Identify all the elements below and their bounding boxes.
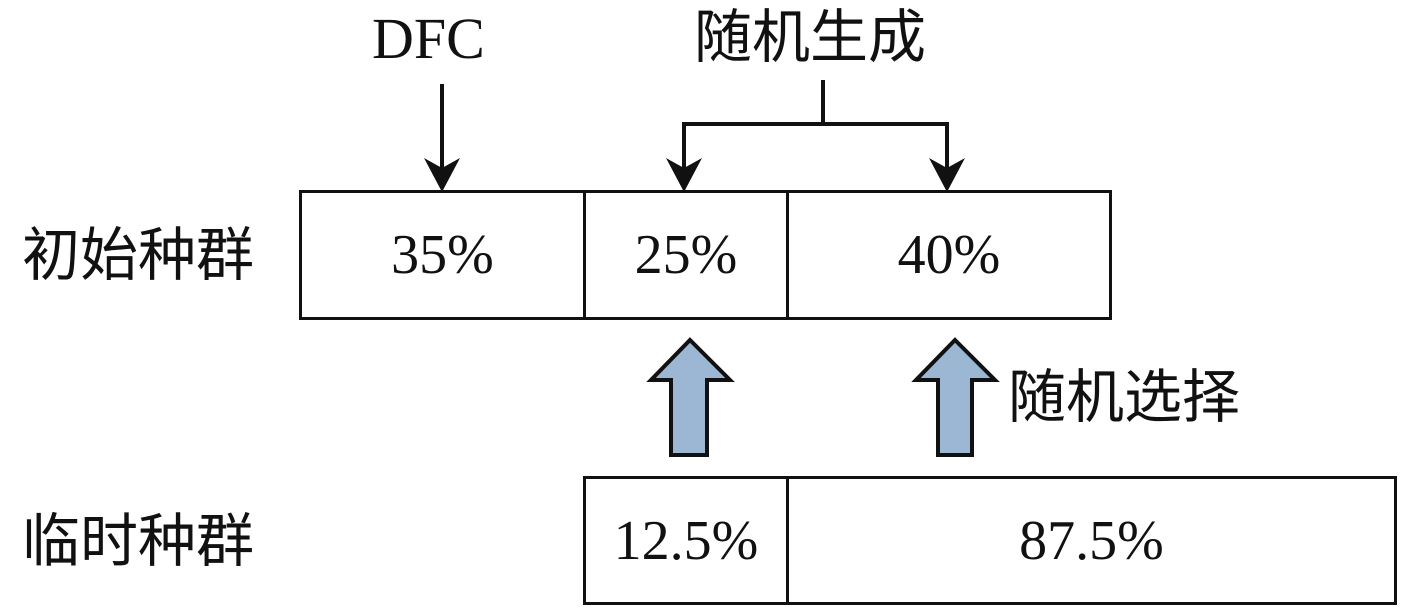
temporary-segment-1: 12.5% [583,476,789,605]
initial-population-label: 初始种群 [22,221,255,289]
temporary-segment-2-value: 87.5% [1019,509,1164,572]
temporary-segment-2: 87.5% [786,476,1397,605]
initial-segment-random-2: 40% [786,190,1112,320]
bracket-right-arrowhead [929,158,965,192]
random-generate-label: 随机生成 [694,3,927,71]
temporary-population-label: 临时种群 [22,507,255,575]
initial-segment-dfc-value: 35% [391,224,494,286]
initial-segment-random-1: 25% [583,190,789,320]
dfc-label: DFC [372,6,485,71]
block-up-arrow-right [911,337,1000,457]
block-up-arrow-left [646,337,735,457]
random-select-label: 随机选择 [1008,363,1241,431]
random-generate-bracket [666,80,965,192]
initial-segment-random-1-value: 25% [634,224,738,286]
dfc-arrow [424,84,460,192]
bracket-left-arrowhead [666,158,702,192]
temporary-segment-1-value: 12.5% [613,509,759,572]
initial-segment-random-2-value: 40% [897,224,1001,286]
